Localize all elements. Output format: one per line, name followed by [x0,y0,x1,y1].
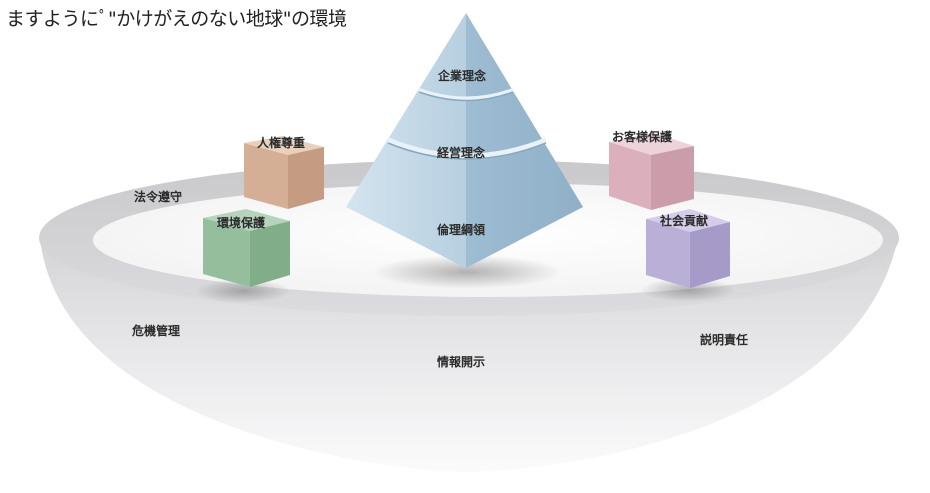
pyramid-label-corporate-philosophy: 企業理念 [438,69,487,83]
ring-label-compliance: 法令遵守 [134,190,183,204]
pyramid-label-management-philosophy: 経営理念 [437,146,486,160]
cube-human-rights [244,136,324,209]
cube-shadow-social [640,278,736,302]
cube-label-environment: 環境保護 [217,216,266,230]
pyramid-shadow [372,255,562,289]
cube-shadow-environment [195,279,291,303]
cube-label-customer-protection: お客様保護 [612,130,673,144]
cube-label-human-rights: 人権尊重 [257,136,306,150]
cube-customer-protection [609,133,694,210]
cube-environment [203,209,290,287]
pyramid-label-code-of-ethics: 倫理綱領 [437,223,486,237]
caption-text: ますようにﾟ"かけがえのない地球"の環境 [6,8,347,30]
pyramid [346,13,583,268]
cube-label-social-contribution: 社会貢献 [660,214,709,228]
ring-label-disclosure: 情報開示 [437,355,486,369]
ring-label-risk-management: 危機管理 [132,324,181,338]
ring-label-accountability: 説明責任 [700,333,749,347]
cube-social-contribution [646,209,730,288]
